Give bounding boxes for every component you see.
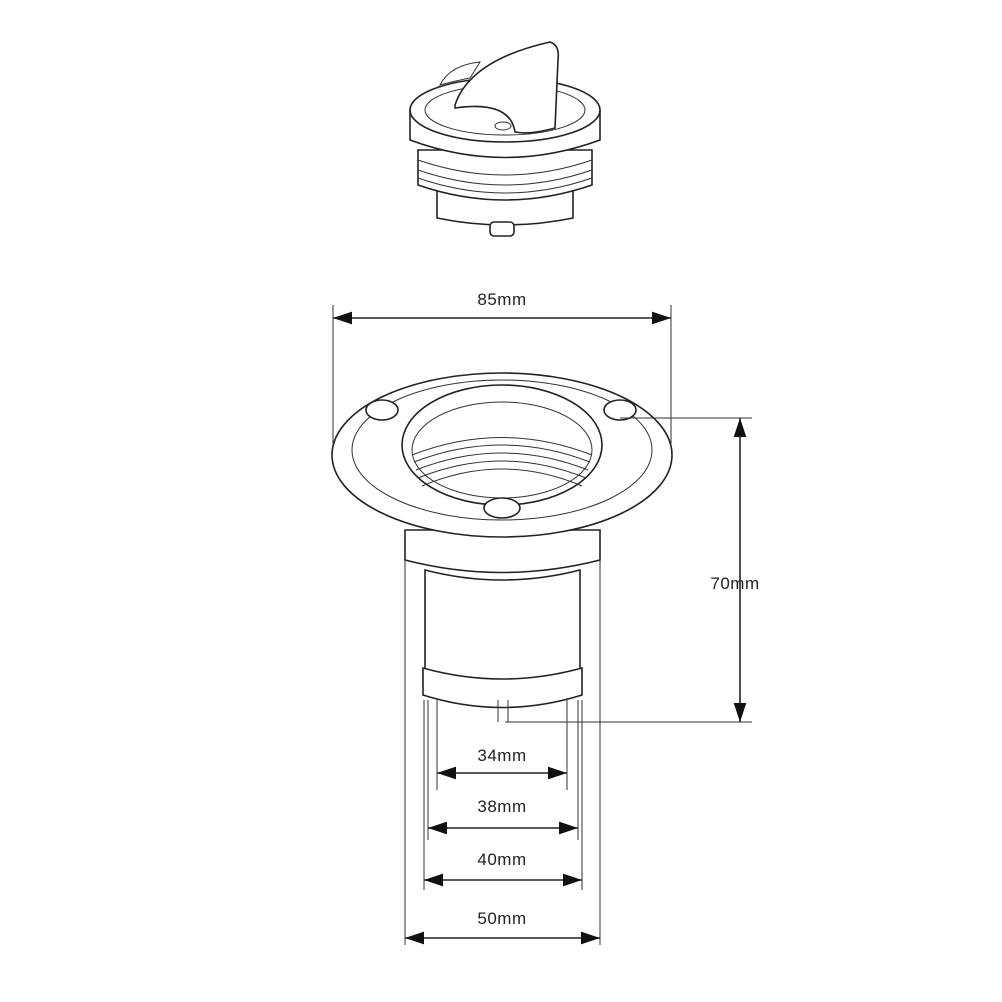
dim-label-50: 50mm <box>477 909 526 928</box>
dim-label-70: 70mm <box>710 574 759 593</box>
dim-label-40: 40mm <box>477 850 526 869</box>
fitting-drawing <box>331 372 673 722</box>
dim-label-34: 34mm <box>477 746 526 765</box>
dim-label-38: 38mm <box>477 797 526 816</box>
cap-drawing <box>409 41 601 237</box>
dimension-lines <box>332 305 752 945</box>
dim-label-85: 85mm <box>477 290 526 309</box>
